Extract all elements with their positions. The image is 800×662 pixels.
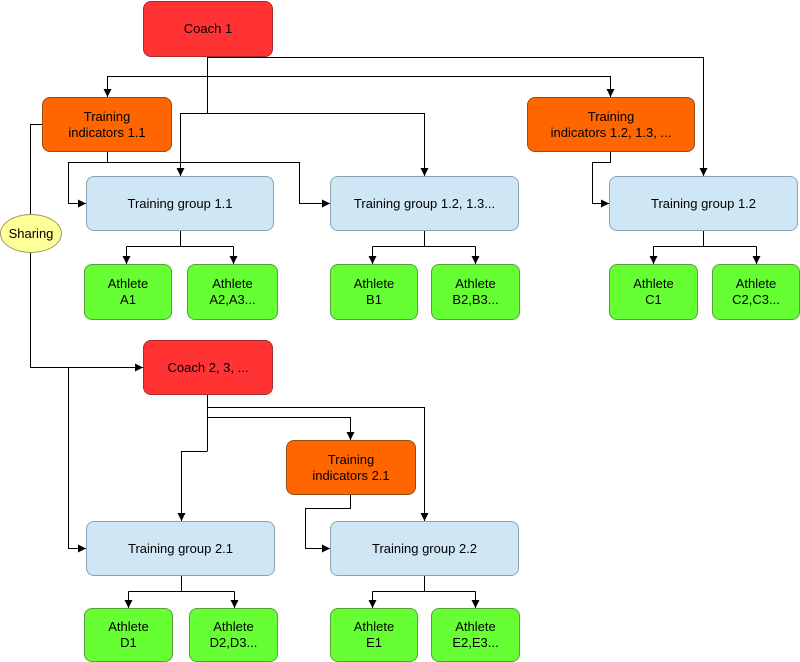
wire-ind11-grp11: [68, 152, 108, 208]
athlete-e2-node: Athlete E2,E3...: [431, 608, 520, 662]
wire-coach2-ind21: [207, 417, 355, 440]
athlete-b1-node: Athlete B1: [330, 264, 418, 320]
wire-coach1-grp11: [176, 113, 208, 176]
training-indicators-1-1-node: Training indicators 1.1: [42, 97, 172, 152]
wire-coach1-ind11: [103, 76, 208, 97]
coach-1-node: Coach 1: [143, 1, 273, 57]
wire-coach2-grp21-left: [68, 367, 86, 553]
athlete-e1-node: Athlete E1: [330, 608, 418, 662]
training-group-2-1-node: Training group 2.1: [86, 521, 275, 576]
wire-ind21-grp22: [305, 495, 351, 553]
wire-ind11-sharing: [30, 124, 42, 214]
athlete-d2-node: Athlete D2,D3...: [189, 608, 278, 662]
wire-coach1-grp12b: [207, 57, 708, 176]
wire-coach2-grp22: [207, 407, 429, 521]
wire-grp21-athletes: [128, 576, 235, 592]
training-group-1-1-node: Training group 1.1: [86, 176, 274, 231]
training-group-2-2-node: Training group 2.2: [330, 521, 519, 576]
wire-sharing-coach2: [30, 253, 143, 372]
training-group-1-2-1-3-node: Training group 1.2, 1.3...: [330, 176, 519, 231]
training-group-1-2-node: Training group 1.2: [609, 176, 798, 231]
wire-ind12-grp12b: [592, 152, 611, 208]
athlete-b2-node: Athlete B2,B3...: [431, 264, 520, 320]
wire-coach2-grp21: [177, 451, 208, 521]
training-indicators-2-1-node: Training indicators 2.1: [286, 440, 416, 495]
wire-grp22-athletes: [372, 576, 476, 592]
sharing-ellipse: Sharing: [0, 214, 62, 253]
wire-grp12b-athletes: [653, 231, 757, 247]
athlete-c2-node: Athlete C2,C3...: [712, 264, 800, 320]
athlete-a1-node: Athlete A1: [84, 264, 172, 320]
athlete-d1-node: Athlete D1: [84, 608, 173, 662]
coach-2-node: Coach 2, 3, ...: [143, 340, 273, 395]
wire-grp11-athletes: [126, 231, 234, 247]
wire-ind11-grp12: [107, 162, 330, 208]
athlete-c1-node: Athlete C1: [609, 264, 698, 320]
wire-coach1-grp12: [207, 113, 429, 176]
wire-coach1-ind12: [207, 76, 615, 97]
wire-grp12-athletes: [372, 231, 476, 247]
training-indicators-1-2-node: Training indicators 1.2, 1.3, ...: [527, 97, 695, 152]
athlete-a2-node: Athlete A2,A3...: [187, 264, 278, 320]
